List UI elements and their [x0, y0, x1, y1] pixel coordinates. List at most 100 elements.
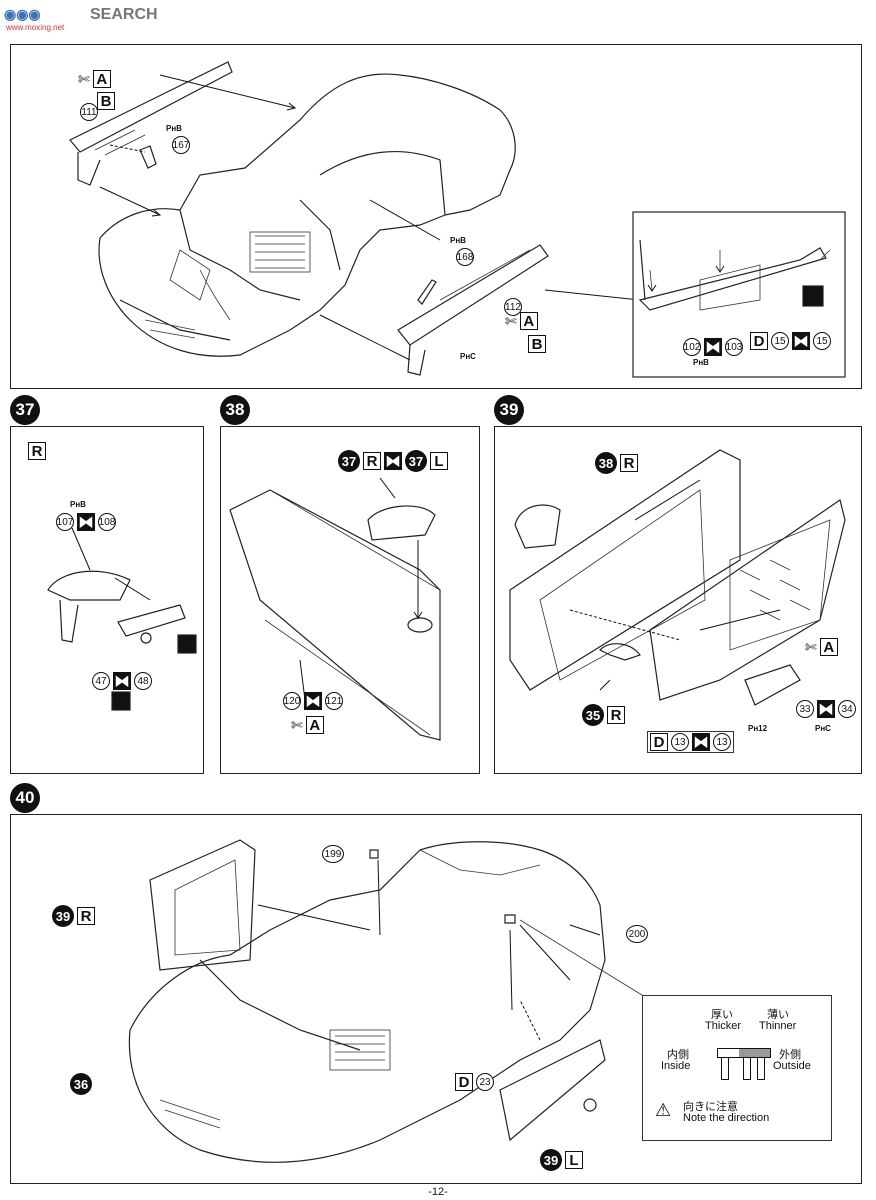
- cement-icon: ✄: [505, 312, 517, 329]
- step-39-panel: [494, 426, 862, 774]
- ref-step-38: 38: [595, 452, 617, 474]
- part-103: 103: [725, 338, 743, 356]
- step-38-panel: [220, 426, 480, 774]
- part-tree-a: A: [819, 638, 838, 656]
- part-200: 200: [626, 925, 648, 943]
- ph-b-label-3: PʜB: [693, 358, 709, 367]
- part-tree-b: B: [97, 92, 115, 110]
- part-tree-a: A: [519, 312, 538, 330]
- ph-label: PʜB: [450, 236, 466, 245]
- thicker-jp: 厚い: [711, 1009, 733, 1021]
- part-15-a: 15: [771, 332, 789, 350]
- ref-step-37-b: 37: [405, 450, 427, 472]
- step39-ph-c: PʜC: [815, 724, 831, 733]
- part-tree-b: B: [528, 335, 546, 353]
- pair-icon: ⧓: [792, 332, 810, 350]
- part-112: 112: [504, 298, 522, 316]
- logo-mark: ◉◉◉: [4, 6, 41, 22]
- ref-step-39-a: 39: [52, 905, 74, 927]
- step39-ph12: Pʜ12: [748, 724, 768, 733]
- ref-step-36: 36: [70, 1073, 92, 1095]
- inset-parts-d15: D 15 ⧓ 15: [750, 332, 831, 350]
- part-13-b: 13: [713, 733, 731, 751]
- part-199: 199: [322, 845, 344, 863]
- part-34: 34: [838, 700, 856, 718]
- warning-jp: 向きに注意: [683, 1101, 738, 1113]
- side-r: R: [77, 907, 95, 925]
- pair-icon: ⧓: [704, 338, 722, 356]
- side-l: L: [430, 452, 448, 470]
- side-r: R: [620, 454, 638, 472]
- cement-icon: ✄: [291, 716, 303, 733]
- warning-en: Note the direction: [683, 1112, 770, 1124]
- logo-subtext: www.moxing.net: [6, 23, 65, 32]
- pair-icon: ⧓: [304, 692, 322, 710]
- step39-parts-d13: D 13 ⧓ 13: [647, 731, 734, 753]
- direction-note-box: 厚い Thicker 薄い Thinner 内側 Inside 外側 Outsi…: [642, 995, 832, 1141]
- ph-b-label-2: PʜB: [450, 236, 466, 245]
- ref-step-37-a: 37: [338, 450, 360, 472]
- part-120: 120: [283, 692, 301, 710]
- part-15-b: 15: [813, 332, 831, 350]
- part-tree-d: D: [650, 733, 668, 751]
- part-23: 23: [476, 1073, 494, 1091]
- step-37-panel: [10, 426, 204, 774]
- inside-jp: 内側: [667, 1049, 689, 1061]
- part-tree-d: D: [455, 1073, 473, 1091]
- step38-parts-120-121: 120 ⧓ 121: [283, 692, 343, 710]
- part-48: 48: [134, 672, 152, 690]
- part-121: 121: [325, 692, 343, 710]
- step-39-number: 39: [494, 395, 524, 425]
- part-107: 107: [56, 513, 74, 531]
- step-37-number: 37: [10, 395, 40, 425]
- step37-r-label: R: [28, 442, 46, 460]
- outside-jp: 外側: [779, 1049, 801, 1061]
- step38-ref-37: 37 R ⧓ 37 L: [338, 450, 448, 472]
- part-168: 168: [456, 248, 474, 266]
- step40-ref-39-l: 39 L: [540, 1149, 583, 1171]
- step-40-number: 40: [10, 783, 40, 813]
- step37-ph-b: PʜB: [70, 500, 86, 509]
- part-108: 108: [98, 513, 116, 531]
- outside-en: Outside: [773, 1060, 811, 1072]
- step39-ref-38: 38 R: [595, 452, 638, 474]
- side-r: R: [607, 706, 625, 724]
- step39-parts-33-34: 33 ⧓ 34: [796, 700, 856, 718]
- page-number: -12-: [428, 1186, 448, 1198]
- step38-cement-a: ✄ A: [291, 716, 324, 734]
- cement-icon: ✄: [78, 70, 90, 87]
- side-l: L: [565, 1151, 583, 1169]
- thinner-jp: 薄い: [767, 1009, 789, 1021]
- top-cement-a-label-2: ✄ A: [505, 312, 538, 330]
- profile-diagram: [717, 1048, 771, 1082]
- ph-c-label: PʜC: [460, 352, 476, 361]
- step37-parts-47-48: 47 ⧓ 48: [92, 672, 152, 690]
- step37-parts-107-108: 107 ⧓ 108: [56, 513, 116, 531]
- part-tree-a: A: [92, 70, 111, 88]
- ref-step-35: 35: [582, 704, 604, 726]
- step39-cement-a: ✄ A: [805, 638, 838, 656]
- ref-step-39-b: 39: [540, 1149, 562, 1171]
- pair-icon: ⧓: [384, 452, 402, 470]
- top-b-label: B: [97, 92, 115, 110]
- warning-icon: ⚠: [655, 1100, 672, 1120]
- thicker-en: Thicker: [705, 1020, 742, 1032]
- ph-b-label-1: PʜB: [166, 124, 182, 133]
- step39-ref-35: 35 R: [582, 704, 625, 726]
- step40-ref-39-r: 39 R: [52, 905, 95, 927]
- ph-label: PʜB: [166, 124, 182, 133]
- pair-icon: ⧓: [817, 700, 835, 718]
- step-40-panel: [10, 814, 862, 1184]
- part-tree-a: A: [305, 716, 324, 734]
- cement-icon: ✄: [805, 638, 817, 655]
- side-r: R: [363, 452, 381, 470]
- part-47: 47: [92, 672, 110, 690]
- step40-parts-d23: D 23: [455, 1073, 494, 1091]
- thinner-en: Thinner: [759, 1020, 797, 1032]
- part-tree-d: D: [750, 332, 768, 350]
- site-logo: ◉◉◉ SEARCH www.moxing.net: [4, 6, 184, 32]
- step-38-number: 38: [220, 395, 250, 425]
- top-cement-a-label: ✄ A: [78, 70, 111, 88]
- pair-icon: ⧓: [77, 513, 95, 531]
- pair-icon: ⧓: [692, 733, 710, 751]
